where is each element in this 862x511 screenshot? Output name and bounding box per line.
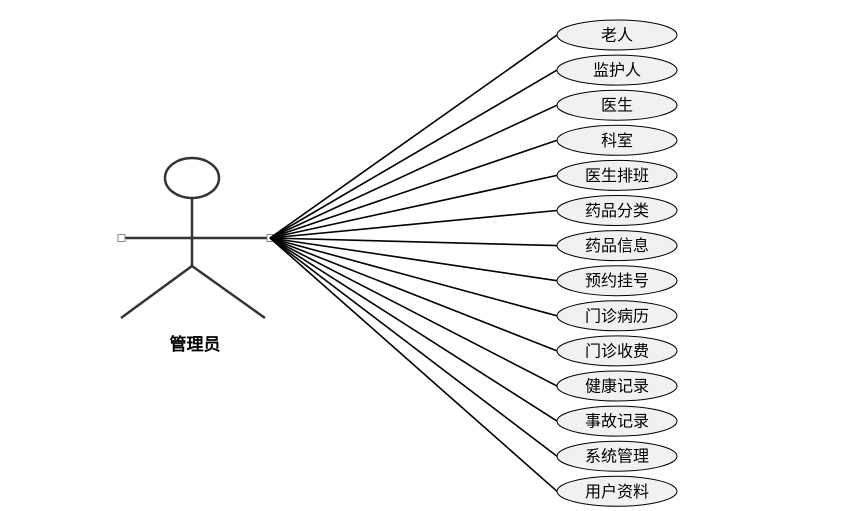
use-case-ellipse[interactable] <box>556 405 678 437</box>
use-case-ellipse[interactable] <box>556 54 678 86</box>
use-case-label: 药品分类 <box>585 201 649 220</box>
association-line <box>269 34 558 239</box>
use-case[interactable]: 药品分类 <box>556 195 678 226</box>
use-case-label: 事故记录 <box>585 412 649 431</box>
association-line <box>269 237 558 247</box>
use-case-label: 医生 <box>601 96 633 115</box>
use-case-label: 老人 <box>601 26 633 45</box>
association-line <box>269 237 558 457</box>
association-line <box>269 237 558 387</box>
use-case-ellipse[interactable] <box>556 230 678 262</box>
association-lines <box>269 34 558 492</box>
association-line <box>269 174 558 239</box>
use-case-ellipse[interactable] <box>556 124 678 156</box>
use-case-label: 门诊收费 <box>585 341 649 360</box>
use-case[interactable]: 系统管理 <box>556 440 678 472</box>
use-case[interactable]: 医生排班 <box>556 159 678 191</box>
use-case-label: 药品信息 <box>585 236 649 255</box>
use-case[interactable]: 事故记录 <box>556 405 678 437</box>
use-case-ellipse[interactable] <box>556 335 678 367</box>
association-line <box>269 237 558 492</box>
use-case-ellipse[interactable] <box>556 440 678 472</box>
use-case-label: 健康记录 <box>585 377 649 396</box>
use-case-ellipse[interactable] <box>556 19 678 51</box>
association-line <box>269 237 558 422</box>
use-case[interactable]: 老人 <box>556 19 678 51</box>
actor-head <box>163 156 221 200</box>
use-case-list: 老人监护人医生科室医生排班药品分类药品信息预约挂号门诊病历门诊收费健康记录事故记… <box>556 19 678 507</box>
use-case-label: 科室 <box>601 131 633 150</box>
use-case-ellipse[interactable] <box>556 89 678 121</box>
association-line <box>269 237 558 317</box>
actor-left-leg <box>120 264 193 320</box>
use-case-ellipse[interactable] <box>556 195 678 226</box>
use-case[interactable]: 门诊病历 <box>556 300 678 332</box>
use-case-ellipse[interactable] <box>556 265 678 297</box>
use-case-ellipse[interactable] <box>556 475 678 507</box>
association-line <box>269 139 558 239</box>
use-case-ellipse[interactable] <box>556 159 678 191</box>
use-case-label: 医生排班 <box>585 166 649 185</box>
actor-figure: 管理员 <box>117 156 275 355</box>
use-case-label: 系统管理 <box>585 447 649 466</box>
use-case-label: 用户资料 <box>585 482 649 501</box>
use-case[interactable]: 监护人 <box>556 54 678 86</box>
association-line <box>269 237 558 282</box>
association-line <box>269 104 558 239</box>
use-case[interactable]: 医生 <box>556 89 678 121</box>
use-case-label: 监护人 <box>593 61 641 80</box>
association-line <box>269 209 558 239</box>
association-line <box>269 237 558 352</box>
use-case-label: 预约挂号 <box>585 271 649 290</box>
association-line <box>269 69 558 239</box>
use-case-label: 门诊病历 <box>585 306 649 325</box>
use-case[interactable]: 科室 <box>556 124 678 156</box>
actor-label: 管理员 <box>170 334 221 355</box>
actor-right-leg <box>191 264 266 320</box>
use-case-ellipse[interactable] <box>556 370 678 402</box>
use-case[interactable]: 药品信息 <box>556 230 678 262</box>
use-case-ellipse[interactable] <box>556 300 678 332</box>
actor-left-handle[interactable] <box>117 234 126 242</box>
use-case[interactable]: 健康记录 <box>556 370 678 402</box>
use-case[interactable]: 门诊收费 <box>556 335 678 367</box>
use-case[interactable]: 用户资料 <box>556 475 678 507</box>
use-case[interactable]: 预约挂号 <box>556 265 678 297</box>
